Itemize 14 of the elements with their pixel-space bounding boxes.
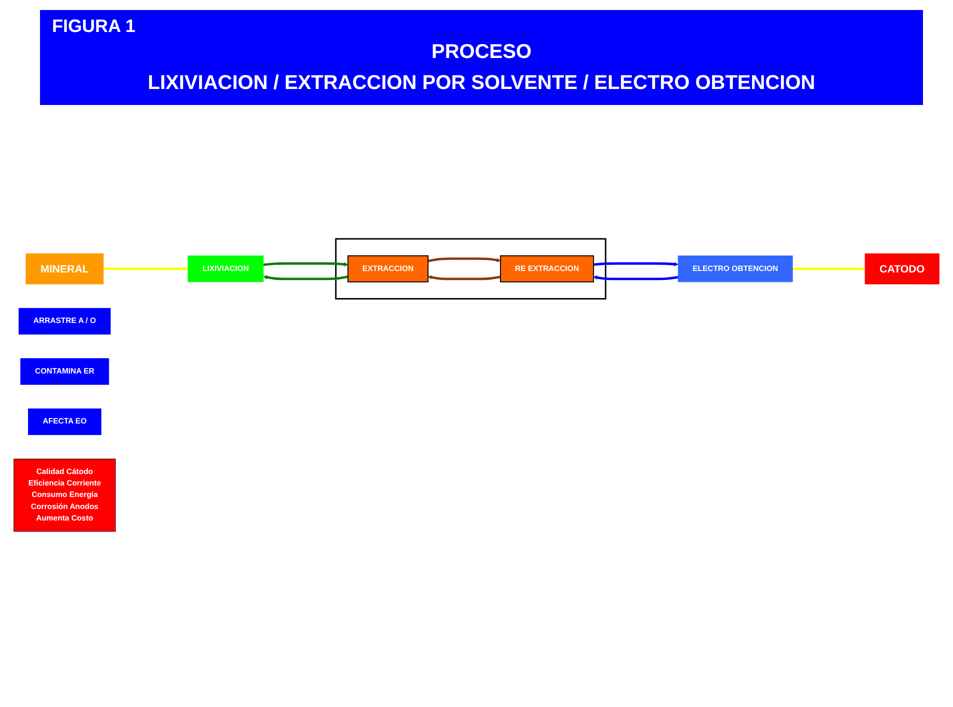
arrow	[593, 262, 678, 266]
arrow	[103, 266, 188, 271]
arrow	[792, 266, 866, 271]
arrow	[428, 257, 501, 262]
arrow	[428, 275, 501, 280]
node-box: MINERAL	[26, 253, 104, 284]
arrow	[263, 262, 348, 266]
cluster	[335, 238, 606, 300]
arrow	[263, 275, 348, 280]
title: PROCESO	[430, 41, 533, 64]
arrow	[593, 275, 678, 280]
figure-label: FIGURA 1	[52, 16, 136, 37]
node-box: CATODO	[864, 253, 940, 284]
subtitle: LIXIVIACION / EXTRACCION POR SOLVENTE / ELECTRO OBTENCION	[146, 72, 816, 95]
